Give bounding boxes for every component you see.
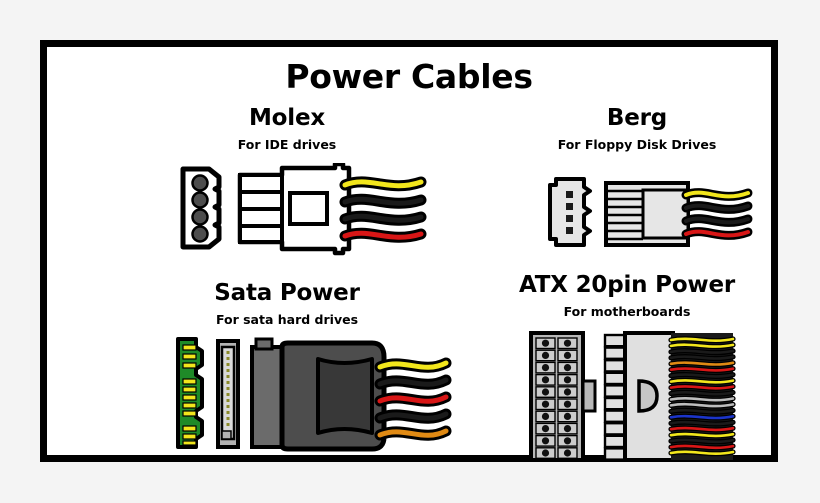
molex-plug-icon bbox=[237, 163, 352, 256]
sata-receptacle-icon bbox=[216, 339, 240, 449]
berg-plug-icon bbox=[604, 181, 690, 247]
sata-plug-icon bbox=[250, 337, 387, 452]
sata-wires bbox=[374, 357, 452, 441]
berg-wires bbox=[681, 188, 753, 240]
section-subtitle-berg: For Floppy Disk Drives bbox=[557, 137, 717, 152]
section-title-sata: Sata Power bbox=[214, 280, 360, 306]
atx-socket-icon bbox=[529, 331, 597, 462]
atx-wires bbox=[668, 333, 736, 460]
section-title-molex: Molex bbox=[248, 105, 325, 131]
atx-plug-icon bbox=[603, 331, 675, 462]
molex-socket-icon bbox=[180, 166, 222, 250]
section-subtitle-atx: For motherboards bbox=[563, 304, 691, 319]
section-atx-20pin: ATX 20pin Power For motherboards bbox=[477, 272, 777, 462]
atx-connector-diagram bbox=[525, 329, 775, 464]
section-title-berg: Berg bbox=[606, 105, 668, 131]
section-subtitle-molex: For IDE drives bbox=[237, 137, 337, 152]
poster-frame: Power Cables Molex For IDE drives bbox=[40, 40, 778, 462]
molex-wires bbox=[339, 176, 427, 243]
section-molex: Molex For IDE drives bbox=[147, 105, 427, 265]
sata-pcb-edge-icon bbox=[176, 337, 204, 449]
sata-connector-diagram bbox=[172, 333, 452, 453]
berg-connector-diagram bbox=[542, 173, 757, 258]
section-berg: Berg For Floppy Disk Drives bbox=[497, 105, 777, 265]
section-sata-power: Sata Power For sata hard drives bbox=[142, 280, 452, 460]
berg-socket-icon bbox=[548, 177, 592, 247]
section-subtitle-sata: For sata hard drives bbox=[215, 312, 359, 327]
molex-connector-diagram bbox=[177, 163, 427, 268]
page-title: Power Cables bbox=[285, 57, 533, 96]
section-title-atx: ATX 20pin Power bbox=[518, 272, 736, 298]
